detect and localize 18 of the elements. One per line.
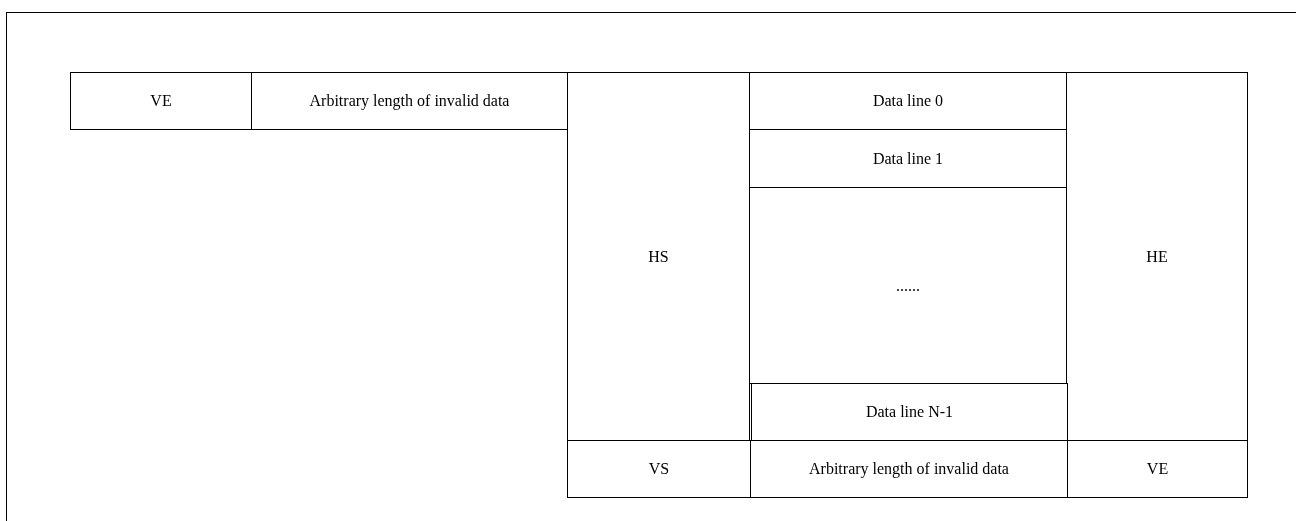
cell-text: HE xyxy=(1146,247,1168,266)
cell-text: VS xyxy=(648,460,670,478)
cell-text: ...... xyxy=(896,276,920,295)
cell-text: Arbitrary length of invalid data xyxy=(309,92,510,110)
cell-text: VE xyxy=(150,92,172,110)
table-cell xyxy=(1067,440,1248,498)
cell-text: HS xyxy=(648,247,669,266)
cell-text: VE xyxy=(1146,460,1169,478)
cell-text: Data line 0 xyxy=(872,92,944,110)
table-cell xyxy=(567,440,751,498)
table-cell xyxy=(751,383,1068,441)
table-cell xyxy=(251,72,568,130)
table-cell xyxy=(567,72,750,441)
table-cell xyxy=(1066,72,1248,441)
table-cell xyxy=(70,72,252,130)
cell-text: Data line N-1 xyxy=(865,403,954,421)
cell-text: Arbitrary length of invalid data xyxy=(809,460,1009,478)
cell-text: Data line 1 xyxy=(872,149,944,168)
